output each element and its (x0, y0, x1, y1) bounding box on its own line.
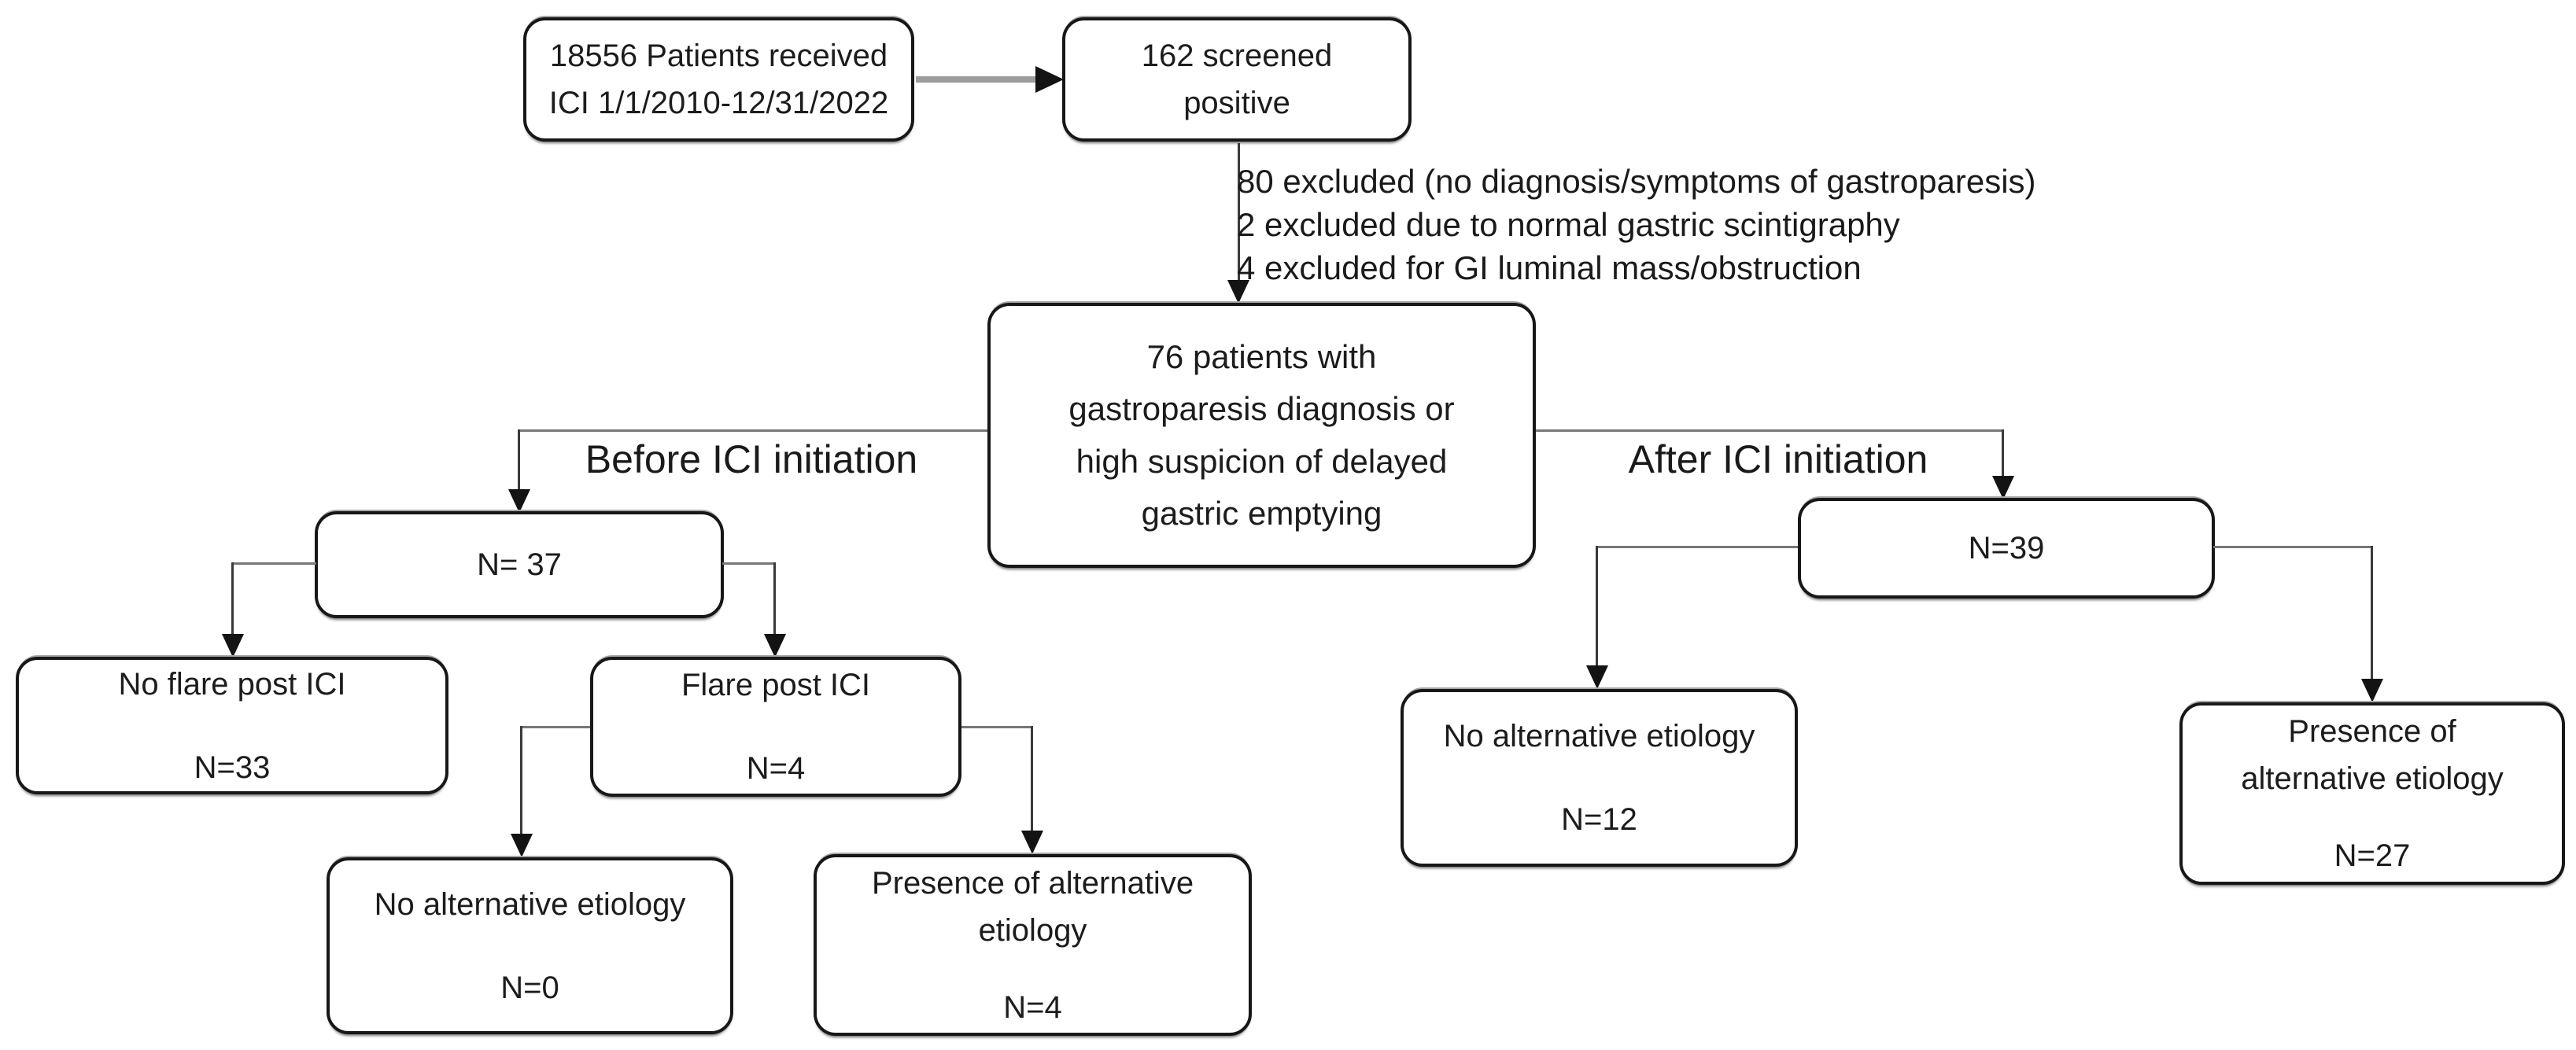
arrowhead-n39-to-alt (2361, 679, 2383, 702)
connector-flare-to-noalt-vertical (520, 726, 522, 835)
box-flare: Flare post ICI N=4 (590, 657, 961, 797)
box-patients-received-line2: ICI 1/1/2010-12/31/2022 (548, 86, 889, 120)
box-flare-no-alt-title: No alternative etiology (374, 886, 686, 922)
connector-n39-to-alt-horizontal (2213, 546, 2372, 548)
box-cohort: 76 patients with gastroparesis diagnosis… (987, 303, 1536, 568)
connector-flare-to-alt-vertical (1031, 726, 1033, 832)
connector-n39-to-alt-vertical (2371, 546, 2373, 680)
box-after-alt-etiology: Presence of alternative etiology N=27 (2179, 702, 2565, 885)
arrowhead-flare-to-noalt (511, 834, 533, 857)
box-flare-alt-count: N=4 (1003, 989, 1062, 1025)
connector-n37-to-noflare-vertical (231, 562, 234, 637)
box-cohort-line3: high suspicion of delayed (1076, 442, 1448, 480)
arrowhead-n37-to-noflare (222, 634, 244, 658)
connector-cohort-to-n37-vertical (518, 429, 520, 491)
connector-n37-to-flare-horizontal (722, 562, 775, 565)
box-after-alt-count: N=27 (2334, 838, 2411, 873)
box-cohort-line2: gastroparesis diagnosis or (1068, 390, 1455, 428)
connector-screened-to-cohort-line (1238, 143, 1240, 282)
box-cohort-line1: 76 patients with (1146, 337, 1377, 375)
box-flare-alt-line2: etiology (978, 912, 1087, 948)
exclusion-line-1: 80 excluded (no diagnosis/symptoms of ga… (1237, 163, 2036, 200)
arrowhead-flare-to-alt (1021, 831, 1043, 854)
box-no-flare-count: N=33 (194, 750, 271, 785)
connector-n39-to-noalt-vertical (1596, 546, 1598, 667)
connector-cohort-to-n37-horizontal (519, 429, 987, 432)
box-flare-no-alt-etiology: No alternative etiology N=0 (327, 857, 733, 1034)
connector-n37-to-noflare-horizontal (233, 562, 316, 565)
box-patients-received-line1: 18556 Patients received (549, 39, 888, 73)
box-flare-no-alt-count: N=0 (500, 970, 559, 1005)
box-after-no-alt-count: N=12 (1561, 802, 1637, 837)
box-after-alt-line2: alternative etiology (2241, 761, 2504, 796)
box-cohort-line4: gastric emptying (1141, 494, 1382, 532)
connector-received-to-screened-shaft (916, 76, 1040, 83)
connector-flare-to-alt-horizontal (961, 726, 1032, 728)
box-flare-alt-etiology: Presence of alternative etiology N=4 (814, 854, 1252, 1036)
box-flare-title: Flare post ICI (681, 668, 871, 702)
arrowhead-received-to-screened (1035, 66, 1064, 93)
arrowhead-n37-to-flare (764, 634, 786, 658)
label-after-ici-initiation: After ICI initiation (1628, 437, 1928, 481)
box-screened-positive-line2: positive (1183, 86, 1290, 120)
box-screened-positive-line1: 162 screened (1141, 39, 1333, 73)
arrowhead-cohort-to-n39 (1992, 476, 2014, 499)
box-after-n39-value: N=39 (1968, 531, 2045, 566)
box-before-n37-value: N= 37 (477, 547, 562, 582)
arrowhead-n39-to-noalt (1586, 665, 1608, 689)
box-flare-alt-line1: Presence of alternative (871, 865, 1194, 901)
connector-cohort-to-n39-horizontal (1536, 429, 2003, 432)
box-after-alt-line1: Presence of (2288, 714, 2456, 749)
connector-cohort-to-n39-vertical (2002, 429, 2004, 477)
box-no-flare-title: No flare post ICI (118, 666, 346, 702)
connector-flare-to-noalt-horizontal (522, 726, 590, 728)
box-before-n37: N= 37 (315, 511, 724, 618)
arrowhead-cohort-to-n37 (508, 489, 530, 513)
box-flare-count: N=4 (746, 751, 806, 786)
arrowhead-screened-to-cohort (1227, 280, 1249, 304)
label-before-ici-initiation: Before ICI initiation (585, 437, 918, 481)
exclusion-line-3: 4 excluded for GI luminal mass/obstructi… (1237, 249, 1862, 286)
connector-n37-to-flare-vertical (773, 562, 776, 637)
box-after-n39: N=39 (1798, 498, 2215, 599)
box-after-no-alt-etiology: No alternative etiology N=12 (1401, 689, 1798, 867)
box-patients-received: 18556 Patients received ICI 1/1/2010-12/… (523, 17, 914, 142)
connector-n39-to-noalt-horizontal (1597, 546, 1798, 548)
exclusion-line-2: 2 excluded due to normal gastric scintig… (1237, 206, 1900, 243)
exclusion-notes: 80 excluded (no diagnosis/symptoms of ga… (1237, 160, 2036, 289)
box-no-flare: No flare post ICI N=33 (16, 657, 448, 794)
box-screened-positive: 162 screened positive (1062, 17, 1412, 142)
box-after-no-alt-title: No alternative etiology (1443, 719, 1755, 753)
